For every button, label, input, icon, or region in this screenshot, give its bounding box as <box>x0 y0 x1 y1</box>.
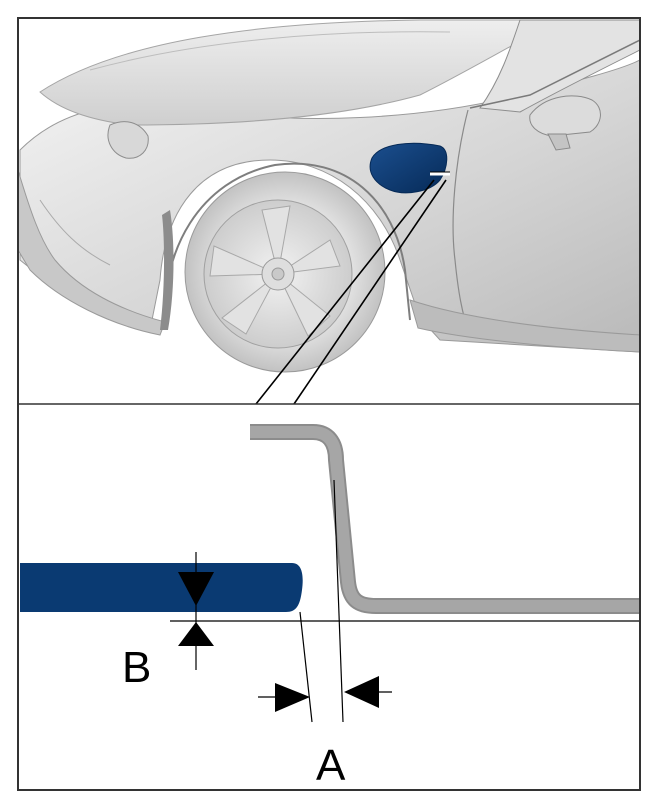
body-panel-profile <box>250 424 640 614</box>
car-illustration <box>18 18 640 404</box>
door-seam <box>452 109 471 336</box>
charging-flap <box>369 142 448 194</box>
reference-lines <box>170 479 640 723</box>
side-mirror <box>529 95 601 151</box>
label-a: A <box>316 741 346 790</box>
front-wheel <box>184 171 386 373</box>
callout-lines <box>255 179 447 405</box>
headlight <box>107 121 149 159</box>
dimension-b-arrows <box>178 572 214 646</box>
dimension-a-arrows <box>258 676 392 712</box>
figure-frame <box>17 17 641 791</box>
section-detail: B A <box>20 424 640 790</box>
windshield <box>479 19 640 113</box>
front-bumper <box>18 169 166 336</box>
flap-section <box>20 563 303 612</box>
label-b: B <box>122 643 151 692</box>
